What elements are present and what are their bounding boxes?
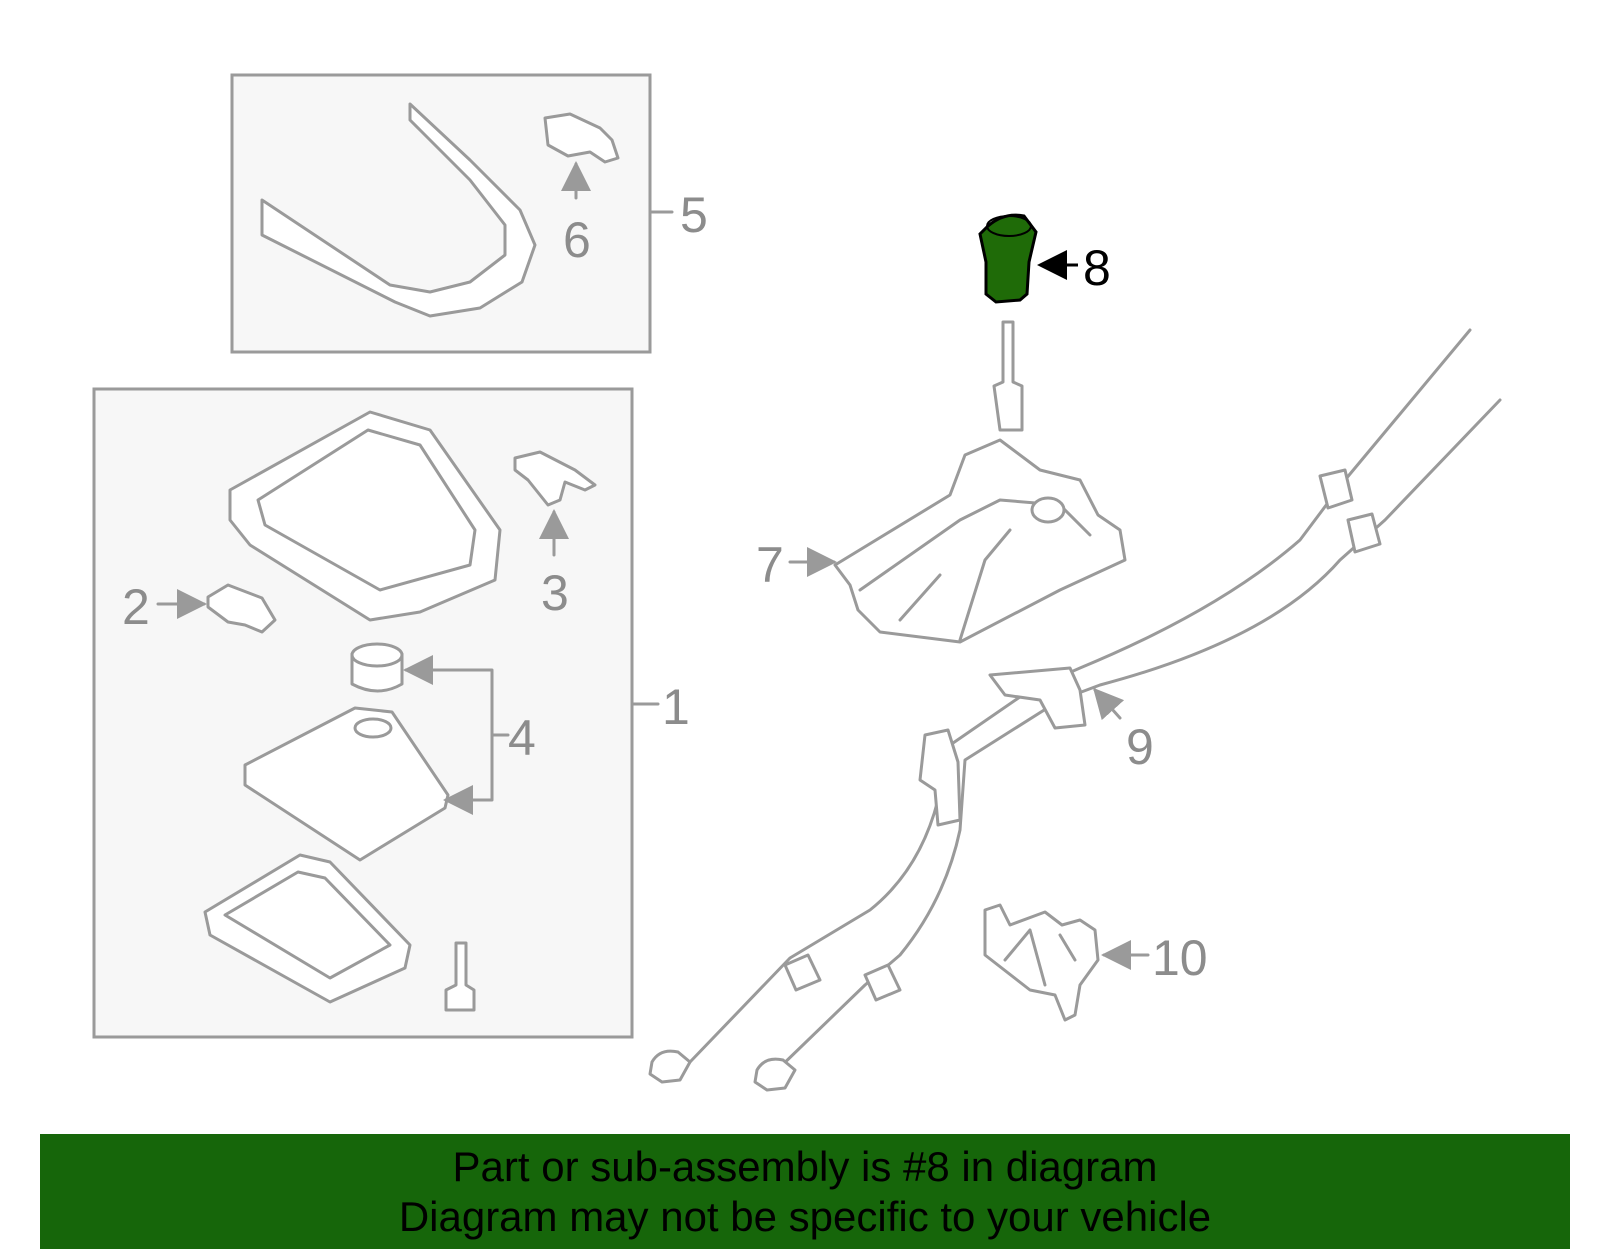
console-trim-panel xyxy=(260,102,537,318)
console-bolt xyxy=(444,941,476,1012)
cable-clip-front-1 xyxy=(783,953,822,992)
callout-1: 1 xyxy=(662,679,690,735)
shift-knob-group: 8 xyxy=(978,213,1111,304)
shifter-group: 7 xyxy=(756,320,1127,644)
callout-6: 6 xyxy=(563,212,591,268)
boot-ring-top xyxy=(350,642,404,668)
cable-bracket-10 xyxy=(983,903,1100,1022)
callout-7: 7 xyxy=(756,537,784,593)
bracket-group: 10 xyxy=(983,903,1208,1022)
console-bezel-opening xyxy=(256,428,477,592)
cable-end-eyelet-2 xyxy=(753,1057,797,1092)
shift-knob[interactable] xyxy=(978,213,1038,304)
cable-end-eyelet-1 xyxy=(648,1049,692,1084)
callout-9-arrow xyxy=(1093,687,1125,721)
callout-3: 3 xyxy=(541,565,569,621)
cable-clip-upper xyxy=(1318,468,1354,510)
shift-knob-top xyxy=(986,215,1032,237)
cable-clip-lower xyxy=(1346,512,1382,554)
boot-retainer-opening xyxy=(223,870,392,980)
shift-cable-lower xyxy=(773,398,1502,1074)
trim-box-group: 6 5 xyxy=(230,73,708,354)
callout-10: 10 xyxy=(1152,930,1208,986)
trim-clip-6 xyxy=(543,112,620,164)
cable-mount xyxy=(918,728,962,827)
shifter-housing-detail xyxy=(858,498,1092,642)
cable-clip-front-2 xyxy=(863,963,902,1002)
callout-9: 9 xyxy=(1126,719,1154,775)
bezel-clip-2 xyxy=(206,583,277,634)
cables-group: 9 xyxy=(648,328,1502,1092)
shift-cable-upper xyxy=(688,328,1472,1064)
shifter-housing xyxy=(833,438,1127,644)
bracket-detail xyxy=(1003,928,1077,987)
shift-lever-shaft xyxy=(992,320,1024,432)
banner-line-2: Diagram may not be specific to your vehi… xyxy=(398,1192,1212,1240)
console-box-group: 3 2 4 1 xyxy=(92,387,690,1039)
bezel-clip-3 xyxy=(513,450,597,507)
callout-8: 8 xyxy=(1083,240,1111,296)
callout-4: 4 xyxy=(508,710,536,766)
banner-background xyxy=(40,1134,1570,1249)
shifter-pivot xyxy=(1030,496,1066,524)
banner-line-1: Part or sub-assembly is #8 in diagram xyxy=(452,1142,1158,1190)
cable-bracket xyxy=(988,666,1087,730)
info-banner: Part or sub-assembly is #8 in diagram Di… xyxy=(40,1134,1570,1249)
boot-retainer-frame xyxy=(203,853,412,1004)
shift-boot-opening xyxy=(353,717,393,739)
callout-2: 2 xyxy=(122,579,150,635)
callout-5: 5 xyxy=(680,187,708,243)
